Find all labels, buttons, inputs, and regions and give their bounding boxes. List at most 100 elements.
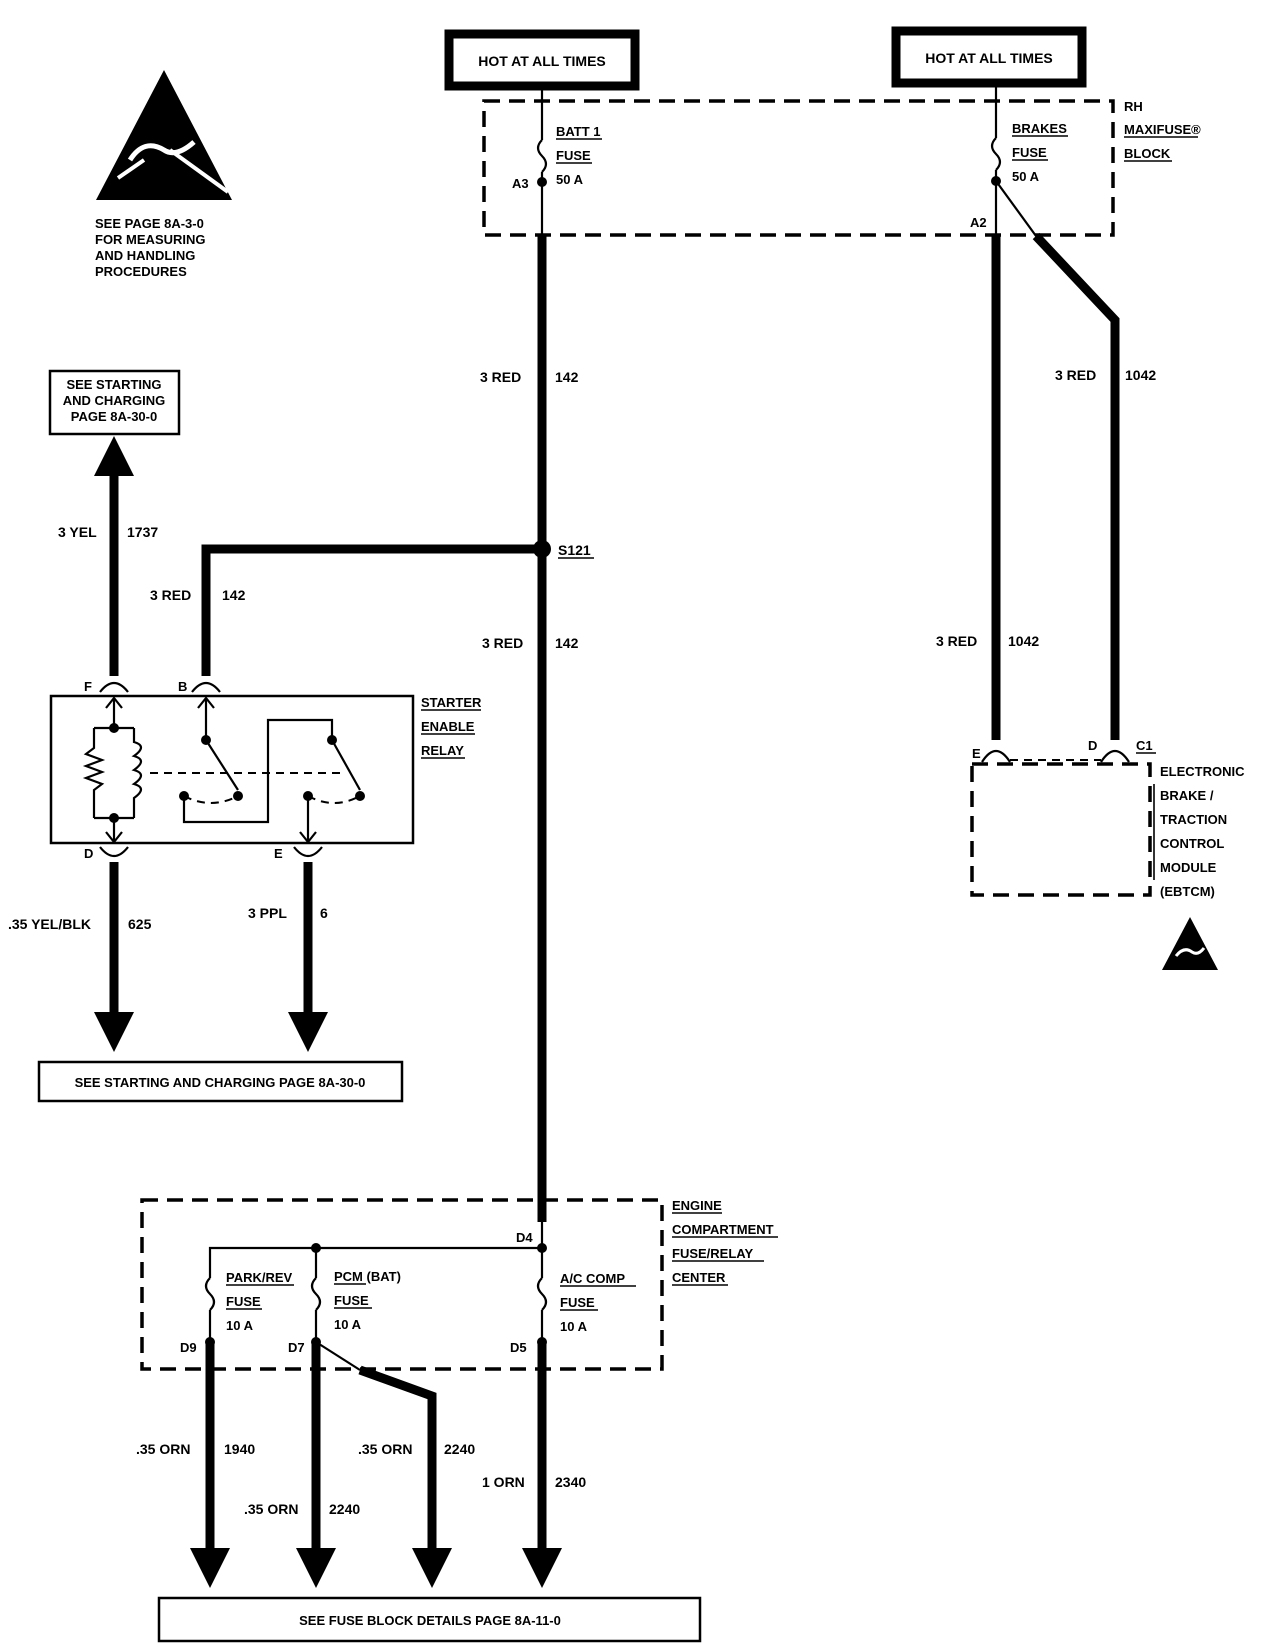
svg-text:ENABLE: ENABLE [421, 719, 475, 734]
svg-text:2240: 2240 [444, 1441, 475, 1457]
svg-text:CENTER: CENTER [672, 1270, 726, 1285]
wire-label-142-mid: 3 RED 142 [482, 635, 579, 651]
svg-text:CONTROL: CONTROL [1160, 836, 1224, 851]
ebtcm-module: E D C1 ELECTRONIC BRAKE / TRACTION CONTR… [970, 738, 1245, 899]
arrow-down-2240-b [412, 1548, 452, 1588]
svg-text:50 A: 50 A [556, 172, 584, 187]
svg-text:SEE PAGE 8A-3-0: SEE PAGE 8A-3-0 [95, 216, 204, 231]
wire-label-1940: .35 ORN 1940 [136, 1441, 255, 1457]
svg-text:FUSE/RELAY: FUSE/RELAY [672, 1246, 753, 1261]
terminal-d9: D9 [180, 1340, 197, 1355]
ebtcm-terminal-e: E [972, 746, 981, 761]
svg-text:BATT 1: BATT 1 [556, 124, 601, 139]
arrow-down-625 [94, 1012, 134, 1052]
hot-box-batt: HOT AT ALL TIMES [444, 29, 640, 91]
terminal-d4: D4 [516, 1230, 533, 1245]
see-starting-top-box: SEE STARTING AND CHARGING PAGE 8A-30-0 [48, 369, 181, 436]
wire-label-2340: 1 ORN 2340 [482, 1474, 586, 1490]
svg-text:10 A: 10 A [226, 1318, 254, 1333]
svg-text:FOR MEASURING: FOR MEASURING [95, 232, 206, 247]
svg-text:10 A: 10 A [334, 1317, 362, 1332]
terminal-a3: A3 [512, 176, 529, 191]
esd-notice: SEE PAGE 8A-3-0 FOR MEASURING AND HANDLI… [95, 216, 206, 279]
terminal-d5: D5 [510, 1340, 527, 1355]
wire-label-142-relay: 3 RED 142 [150, 587, 246, 603]
svg-text:TRACTION: TRACTION [1160, 812, 1227, 827]
svg-text:FUSE: FUSE [226, 1294, 261, 1309]
ac-comp-fuse: A/C COMP FUSE 10 A D5 [510, 1271, 636, 1355]
svg-text:2240: 2240 [329, 1501, 360, 1517]
engine-compartment-label: ENGINE COMPARTMENT FUSE/RELAY CENTER [672, 1198, 778, 1286]
svg-text:AND HANDLING: AND HANDLING [95, 248, 195, 263]
svg-text:142: 142 [555, 369, 579, 385]
svg-text:.35 YEL/BLK: .35 YEL/BLK [8, 916, 91, 932]
svg-text:3 YEL: 3 YEL [58, 524, 97, 540]
svg-text:SEE STARTING AND CHARGING PAGE: SEE STARTING AND CHARGING PAGE 8A-30-0 [75, 1075, 366, 1090]
svg-text:PROCEDURES: PROCEDURES [95, 264, 187, 279]
svg-text:ENGINE: ENGINE [672, 1198, 722, 1213]
wire-label-1042-right: 3 RED 1042 [1055, 367, 1156, 383]
brakes-fuse: BRAKES FUSE 50 A A2 [970, 86, 1068, 230]
svg-text:AND CHARGING: AND CHARGING [63, 393, 166, 408]
svg-text:10 A: 10 A [560, 1319, 588, 1334]
svg-text:3 RED: 3 RED [480, 369, 521, 385]
svg-text:PAGE 8A-30-0: PAGE 8A-30-0 [71, 409, 157, 424]
svg-text:SEE FUSE BLOCK DETAILS PAGE 8A: SEE FUSE BLOCK DETAILS PAGE 8A-11-0 [299, 1613, 561, 1628]
svg-text:1940: 1940 [224, 1441, 255, 1457]
terminal-e: E [274, 846, 283, 861]
svg-text:3 RED: 3 RED [150, 587, 191, 603]
ebtcm-terminal-d: D [1088, 738, 1097, 753]
engine-compartment-outline [140, 1198, 664, 1371]
svg-text:50 A: 50 A [1012, 169, 1040, 184]
svg-text:STARTER: STARTER [421, 695, 482, 710]
svg-text:.35 ORN: .35 ORN [358, 1441, 412, 1457]
svg-text:1 ORN: 1 ORN [482, 1474, 525, 1490]
wire-2240-b [358, 1365, 437, 1556]
svg-text:.35 ORN: .35 ORN [244, 1501, 298, 1517]
wire-label-2240-b: .35 ORN 2240 [358, 1441, 475, 1457]
wire-142-relay [201, 544, 542, 676]
arrow-down-2340 [522, 1548, 562, 1588]
pcm-bat-fuse: PCM (BAT) FUSE 10 A D7 [288, 1269, 401, 1355]
svg-text:(EBTCM): (EBTCM) [1160, 884, 1215, 899]
wire-label-625: .35 YEL/BLK 625 [8, 916, 152, 932]
arrow-down-1940 [190, 1548, 230, 1588]
splice-s121: S121 [558, 542, 591, 558]
svg-text:FUSE: FUSE [556, 148, 591, 163]
wire-1042-right [1032, 232, 1120, 740]
svg-text:.35 ORN: .35 ORN [136, 1441, 190, 1457]
svg-text:MODULE: MODULE [1160, 860, 1217, 875]
arrow-down-2240-a [296, 1548, 336, 1588]
arrow-down-6 [288, 1012, 328, 1052]
svg-text:FUSE: FUSE [334, 1293, 369, 1308]
svg-text:COMPARTMENT: COMPARTMENT [672, 1222, 774, 1237]
svg-text:PARK/REV: PARK/REV [226, 1270, 293, 1285]
see-starting-bottom-box: SEE STARTING AND CHARGING PAGE 8A-30-0 [37, 1060, 404, 1103]
wire-label-6: 3 PPL 6 [248, 905, 328, 921]
terminal-f: F [84, 679, 92, 694]
svg-text:BRAKE /: BRAKE / [1160, 788, 1214, 803]
starter-enable-relay: F B D E [49, 679, 482, 861]
svg-text:625: 625 [128, 916, 152, 932]
svg-text:3 PPL: 3 PPL [248, 905, 287, 921]
hot-box-brakes: HOT AT ALL TIMES [891, 26, 1087, 88]
terminal-b: B [178, 679, 187, 694]
wire-label-2240-a: .35 ORN 2240 [244, 1501, 360, 1517]
svg-text:2340: 2340 [555, 1474, 586, 1490]
wire-label-1737: 3 YEL 1737 [58, 524, 158, 540]
esd-warning-icon [96, 70, 232, 200]
svg-text:FUSE: FUSE [1012, 145, 1047, 160]
svg-text:RH: RH [1124, 99, 1143, 114]
svg-text:BLOCK: BLOCK [1124, 146, 1171, 161]
svg-text:MAXIFUSE®: MAXIFUSE® [1124, 122, 1201, 137]
svg-text:FUSE: FUSE [560, 1295, 595, 1310]
svg-text:1042: 1042 [1008, 633, 1039, 649]
svg-text:6: 6 [320, 905, 328, 921]
hot-label-batt: HOT AT ALL TIMES [478, 53, 606, 69]
see-fuse-block-box: SEE FUSE BLOCK DETAILS PAGE 8A-11-0 [157, 1596, 702, 1643]
terminal-d: D [84, 846, 93, 861]
esd-warning-icon-small [1162, 917, 1218, 970]
wire-label-1042-left: 3 RED 1042 [936, 633, 1039, 649]
svg-text:1042: 1042 [1125, 367, 1156, 383]
